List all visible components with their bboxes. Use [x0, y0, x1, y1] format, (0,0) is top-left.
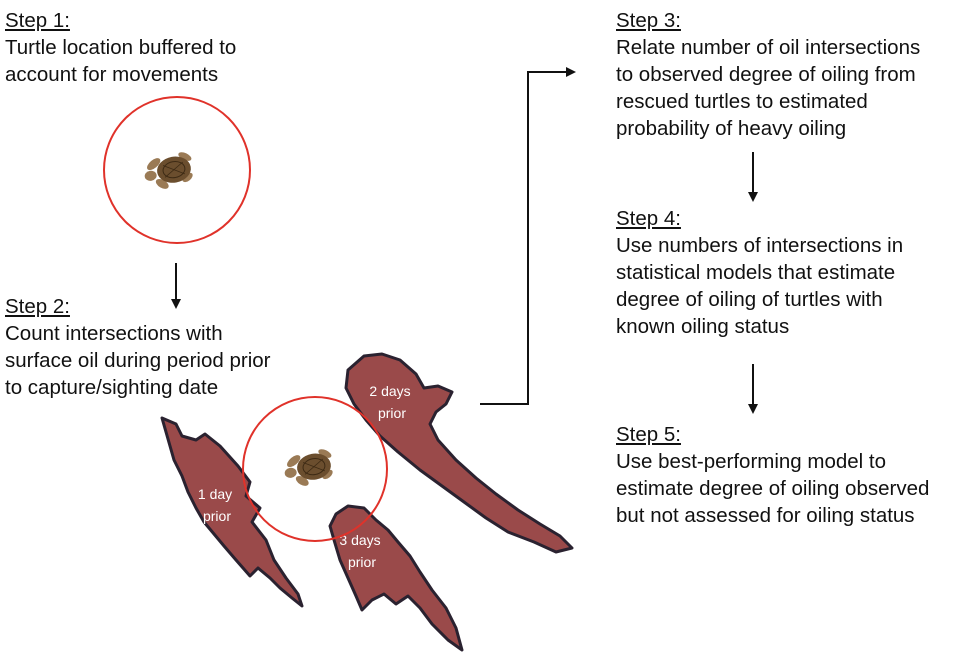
turtle-icon-step-2: [281, 445, 337, 491]
oil-slicks: [162, 354, 572, 650]
oil-slick-1-day: [162, 418, 302, 606]
oil-slick-3-days: [330, 506, 462, 650]
turtle-icon: [141, 148, 197, 194]
arrow-step2-to-step3: [480, 72, 574, 404]
